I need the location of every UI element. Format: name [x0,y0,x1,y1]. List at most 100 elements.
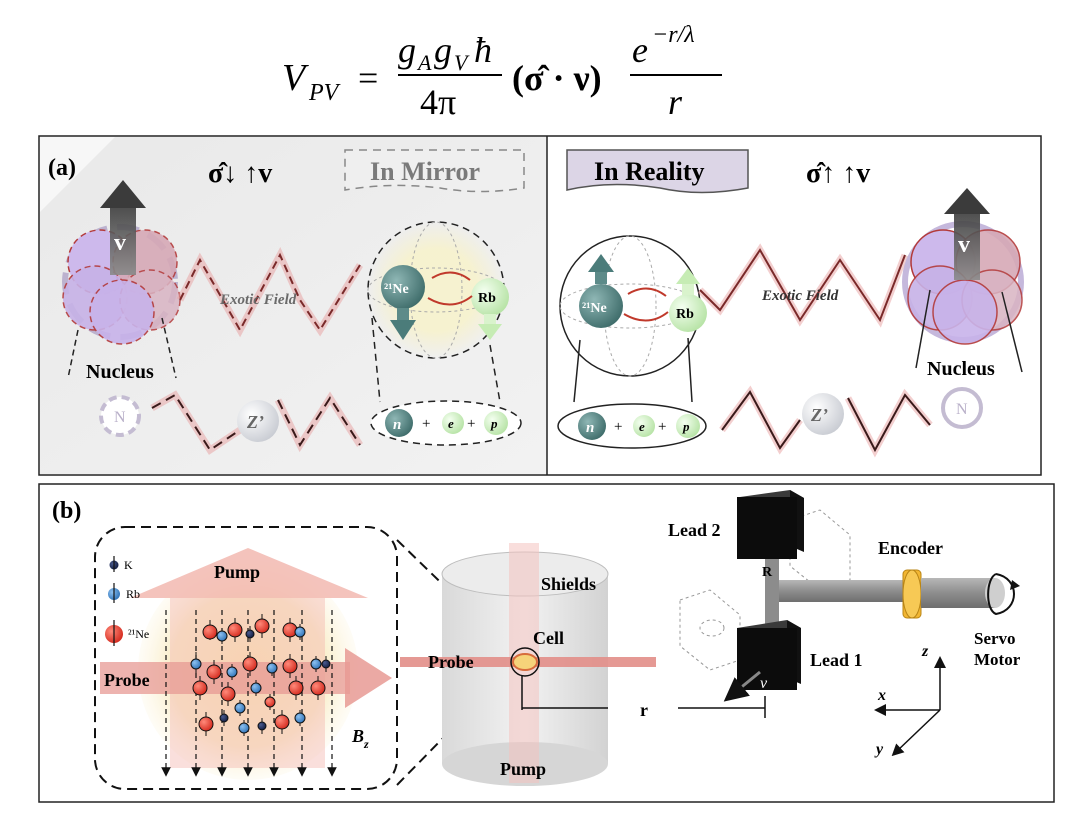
nucleus-right-label: Nucleus [927,358,995,380]
pump-top-label: Pump [214,562,260,582]
lead-1-block [737,620,801,690]
atom-ensemble [190,614,331,736]
plus-mirror-1: + [422,416,430,432]
proton-reality: p [682,419,690,434]
ne-atom-reality [579,284,623,328]
neutron-reality: n [586,420,594,436]
mirror-relation: σ̂↓ ↑v⃗ [208,158,294,189]
vapor-cell [510,647,540,677]
reality-tag: In Reality [594,157,705,186]
velocity-arrow-left: v⃗ [100,180,146,275]
n-badge-right: N [941,387,983,429]
formula-lhs: V [282,57,309,99]
cell-label: Cell [533,628,564,648]
formula-denominator: 4π [420,82,456,122]
formula-gV-sub: V [454,50,470,75]
axis-x-label: x [877,687,886,704]
reality-tag-box [566,149,749,194]
z-boson-left-label: Z’ [246,412,264,432]
exotic-field-wave-right [699,248,906,323]
legend-k: K [124,558,133,572]
legend-ne: ²¹Ne [128,627,149,641]
formula-gV: g [434,30,452,70]
formula-hbar: ħ [474,30,492,70]
lead-connector-rod [765,540,779,632]
proton-mirror: p [490,416,498,431]
lead-velocity-label: v [760,675,768,692]
nucleon-group-mirror: n + e + p [370,400,522,446]
mirror-tag: In Mirror [370,157,480,186]
atom-legend: K Rb ²¹Ne [105,556,149,646]
lead-1-label: Lead 1 [810,650,863,670]
velocity-label-left: v⃗ [114,230,145,256]
ne-atom-mirror [381,265,425,309]
formula-gA-sub: A [416,50,432,75]
lead-2-block [737,490,804,559]
probe-mid-label: Probe [428,652,474,672]
formula-exp-power: −r/λ [652,22,695,48]
bz-label: B [351,726,364,746]
z-boson-left [237,400,279,442]
rb-atom-reality [669,294,707,332]
radius-label: R [762,565,773,580]
encoder-label: Encoder [878,538,943,558]
panel-a-label: (a) [48,155,76,181]
rb-label-reality: Rb [676,307,694,322]
plus-mirror-2: + [467,416,475,432]
electron-reality: e [639,419,645,434]
coordinate-axes [874,656,946,757]
z-boson-wave-left [151,393,361,452]
mirror-cell-sphere: ²¹Ne Rb [367,221,509,359]
pump-bottom-label: Pump [500,759,546,779]
velocity-label-right: v⃗ [958,232,989,258]
parity-violating-potential-formula: V PV = g A g V ħ 4π (σ̂ · ν) e −r/λ r [282,22,722,122]
neutron-mirror: n [393,417,401,433]
probe-left-label: Probe [104,670,150,690]
servo-motor [921,578,995,608]
bz-sub: z [363,737,369,751]
nucleus-left-label: Nucleus [86,361,154,383]
formula-dot-product: (σ̂ · ν) [512,58,602,98]
n-badge-left: N [99,395,141,437]
velocity-arrow-right: v⃗ [944,188,990,280]
mirror-tag-box [344,149,525,193]
formula-exp-denominator: r [668,82,683,122]
formula-lhs-sub: PV [308,80,341,106]
exotic-field-label-left: Exotic Field [219,292,297,308]
lead-2-label: Lead 2 [668,520,721,540]
legend-rb: Rb [126,587,140,601]
reality-cell-sphere: ²¹Ne Rb [559,235,707,377]
exotic-field-wave-left [179,252,361,333]
axis-y-label: y [874,741,884,758]
electron-mirror: e [448,416,454,431]
r-label: r [640,700,648,720]
encoder [902,569,922,619]
n-badge-left-label: N [114,409,126,426]
pump-beam-arrow-head [130,548,368,598]
servo-label-line2: Motor [974,650,1021,669]
lead-velocity-arrow [723,670,761,702]
servo-label-line1: Servo [974,629,1016,648]
axis-z-label: z [921,643,929,660]
plus-reality-1: + [614,419,622,435]
formula-exp-base: e [632,30,648,70]
nucleus-left [62,224,181,345]
formula-equals: = [358,58,378,98]
nucleon-group-reality: n + e + p [557,403,707,449]
n-badge-right-label: N [956,401,968,418]
ne-label-mirror: ²¹Ne [384,282,409,297]
ne-label-reality: ²¹Ne [582,301,607,316]
z-boson-right-label: Z’ [810,405,828,425]
plus-reality-2: + [658,419,666,435]
reality-relation: σ̂↑ ↑v⃗ [806,158,892,189]
rotation-arrow-icon [987,573,1015,616]
rotation-arm [770,580,910,602]
rb-atom-mirror [471,278,509,316]
rb-label-mirror: Rb [478,291,496,306]
z-boson-right [802,393,844,435]
shields-label: Shields [541,574,596,594]
formula-gA: g [398,30,416,70]
panel-b-label: (b) [52,498,81,524]
